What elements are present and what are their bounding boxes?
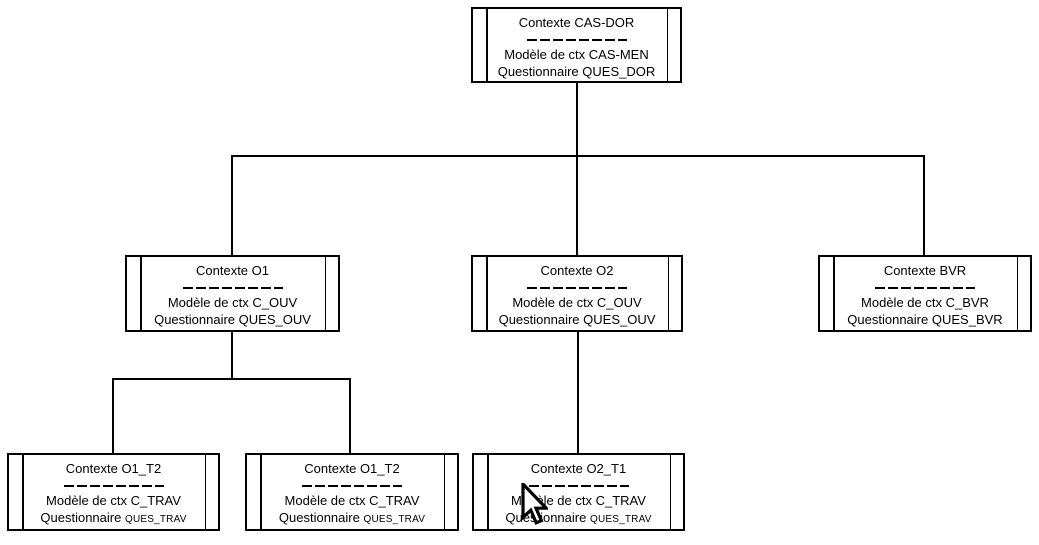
separator-line xyxy=(247,480,457,492)
node-model-row: Modèle de ctx CAS-MEN xyxy=(504,47,649,62)
node-contexte-o1[interactable]: Contexte O1 Modèle de ctx C_OUV Question… xyxy=(125,255,340,332)
node-contexte-o1-t2-left[interactable]: Contexte O1_T2 Modèle de ctx C_TRAV Ques… xyxy=(7,453,220,531)
right-compartment-line xyxy=(669,455,671,529)
mouse-cursor-icon xyxy=(521,483,548,525)
node-contexte-o2[interactable]: Contexte O2 Modèle de ctx C_OUV Question… xyxy=(471,255,683,332)
separator-line xyxy=(9,480,218,492)
node-title: Contexte O1_T2 xyxy=(65,461,162,476)
connector-o1-down xyxy=(231,332,233,379)
node-model-row: Modèle de ctx C_TRAV xyxy=(511,493,646,508)
connector-level2-to-o1t2-right xyxy=(349,378,351,453)
node-questionnaire-row: Questionnaire QUES_TRAV xyxy=(40,510,187,525)
node-contexte-bvr[interactable]: Contexte BVR Modèle de ctx C_BVR Questio… xyxy=(818,255,1032,332)
node-model-row: Modèle de ctx C_TRAV xyxy=(284,493,420,508)
connector-level1-to-o1 xyxy=(231,155,233,255)
connector-level2-to-o1t2-left xyxy=(112,378,114,453)
connector-level2-bar xyxy=(112,378,351,380)
left-compartment-line xyxy=(140,257,142,330)
node-contexte-o2-t1[interactable]: Contexte O2_T1 Modèle de ctx C_TRAV Ques… xyxy=(472,453,685,531)
left-compartment-line xyxy=(260,455,262,529)
node-model-row: Modèle de ctx C_OUV xyxy=(167,295,298,310)
left-compartment-line xyxy=(486,9,488,81)
right-compartment-line xyxy=(324,257,326,330)
left-compartment-line xyxy=(833,257,835,330)
right-compartment-line xyxy=(1016,257,1018,330)
right-compartment-line xyxy=(666,9,668,81)
separator-line xyxy=(473,282,681,294)
node-model-row: Modèle de ctx C_BVR xyxy=(861,295,989,310)
node-questionnaire-row: Questionnaire QUES_TRAV xyxy=(278,510,426,525)
node-title: Contexte O1 xyxy=(196,263,269,278)
node-title: Contexte O1_T2 xyxy=(304,461,400,476)
separator-line xyxy=(820,282,1030,294)
left-compartment-line xyxy=(22,455,24,529)
connector-o2-to-o2t1 xyxy=(577,332,579,453)
node-questionnaire-row: Questionnaire QUES_OUV xyxy=(498,312,656,327)
left-compartment-line xyxy=(487,455,489,529)
separator-line xyxy=(474,480,683,492)
node-contexte-o1-t2-right[interactable]: Contexte O1_T2 Modèle de ctx C_TRAV Ques… xyxy=(245,453,459,531)
node-questionnaire-row: Questionnaire QUES_OUV xyxy=(154,312,311,327)
right-compartment-line xyxy=(667,257,669,330)
node-questionnaire-row: Questionnaire QUES_BVR xyxy=(847,312,1003,327)
right-compartment-line xyxy=(443,455,445,529)
connector-level1-to-bvr xyxy=(923,155,925,255)
node-model-row: Modèle de ctx C_OUV xyxy=(512,295,642,310)
node-contexte-cas-dor[interactable]: Contexte CAS-DOR Modèle de ctx CAS-MEN Q… xyxy=(471,7,682,83)
right-compartment-line xyxy=(204,455,206,529)
connector-level1-bar xyxy=(231,155,925,157)
node-title: Contexte CAS-DOR xyxy=(518,15,635,30)
node-title: Contexte BVR xyxy=(883,263,967,278)
separator-line xyxy=(127,282,338,294)
node-questionnaire-row: Questionnaire QUES_DOR xyxy=(497,64,656,79)
left-compartment-line xyxy=(486,257,488,330)
node-title: Contexte O2 xyxy=(540,263,614,278)
node-model-row: Modèle de ctx C_TRAV xyxy=(46,493,181,508)
connector-root-to-o2 xyxy=(576,83,578,255)
separator-line xyxy=(473,34,680,46)
node-title: Contexte O2_T1 xyxy=(530,461,627,476)
node-questionnaire-row: Questionnaire QUES_TRAV xyxy=(505,510,652,525)
